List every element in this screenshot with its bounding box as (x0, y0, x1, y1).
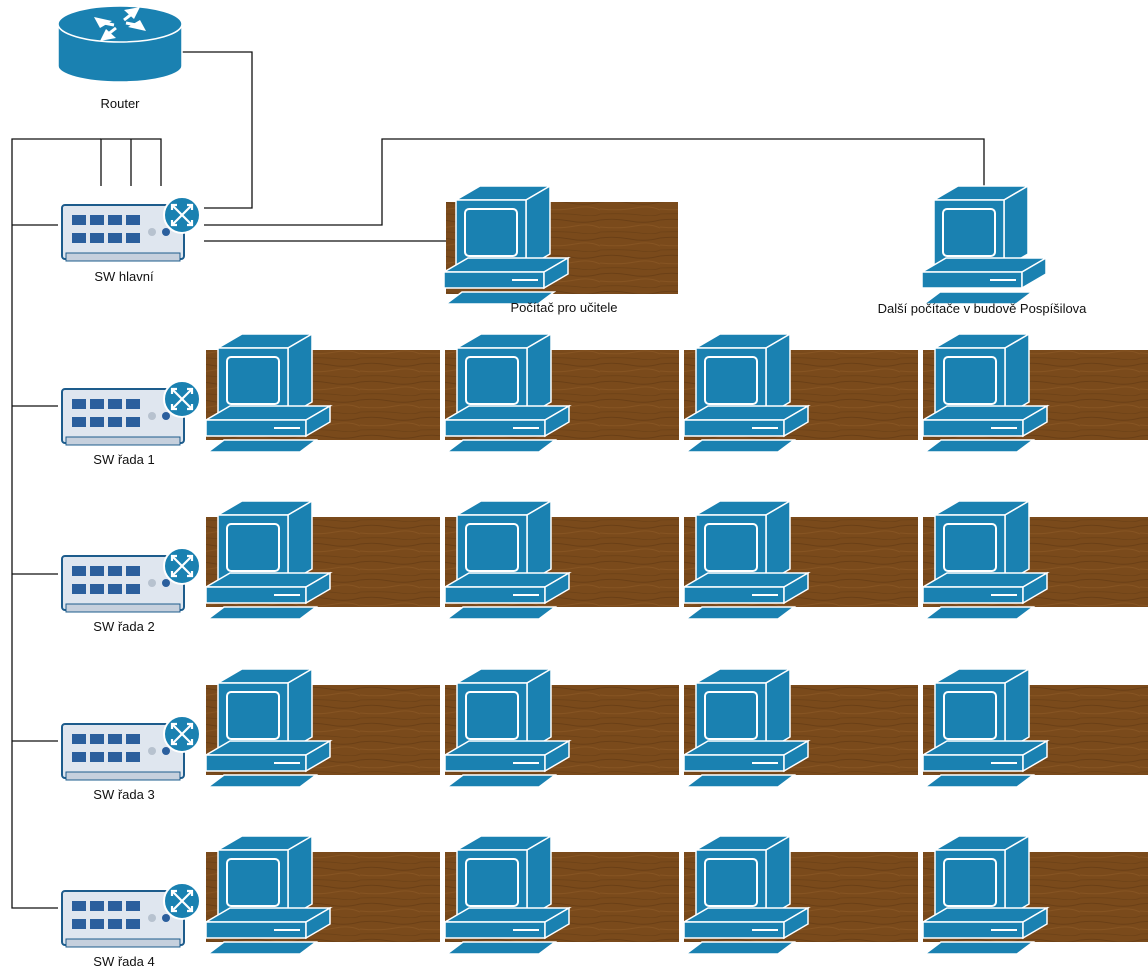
switch-label-row-4: SW řada 4 (93, 954, 154, 966)
switch-label-hlavni: SW hlavní (94, 269, 154, 284)
other-pcs-node[interactable]: Další počítače v budově Pospíšilova (878, 186, 1088, 316)
other-pcs-label: Další počítače v budově Pospíšilova (878, 301, 1088, 316)
router-node[interactable]: Router (58, 6, 182, 111)
switch-icon[interactable] (62, 381, 200, 445)
computer-icon (922, 186, 1046, 304)
switch-icon[interactable] (62, 716, 200, 780)
row-3: SW řada 3 (62, 669, 1148, 802)
router-label: Router (100, 96, 140, 111)
row-2: SW řada 2 (62, 501, 1148, 634)
router-icon (58, 6, 182, 82)
teacher-pc-node[interactable]: Počítač pro učitele (444, 186, 678, 315)
switch-icon[interactable] (62, 883, 200, 947)
wire-router-main-switch (181, 52, 252, 208)
row-1: SW řada 1 (62, 334, 1148, 467)
teacher-pc-label: Počítač pro učitele (511, 300, 618, 315)
switch-label-row-2: SW řada 2 (93, 619, 154, 634)
main-switch-node[interactable]: SW hlavní (62, 197, 200, 284)
switch-icon[interactable] (62, 548, 200, 612)
switch-icon (62, 197, 200, 261)
row-4: SW řada 4 (62, 836, 1148, 966)
computer-rows: SW řada 1 SW řada 2 SW řada 3 SW řada 4 (62, 334, 1148, 966)
switch-label-row-1: SW řada 1 (93, 452, 154, 467)
switch-label-row-3: SW řada 3 (93, 787, 154, 802)
